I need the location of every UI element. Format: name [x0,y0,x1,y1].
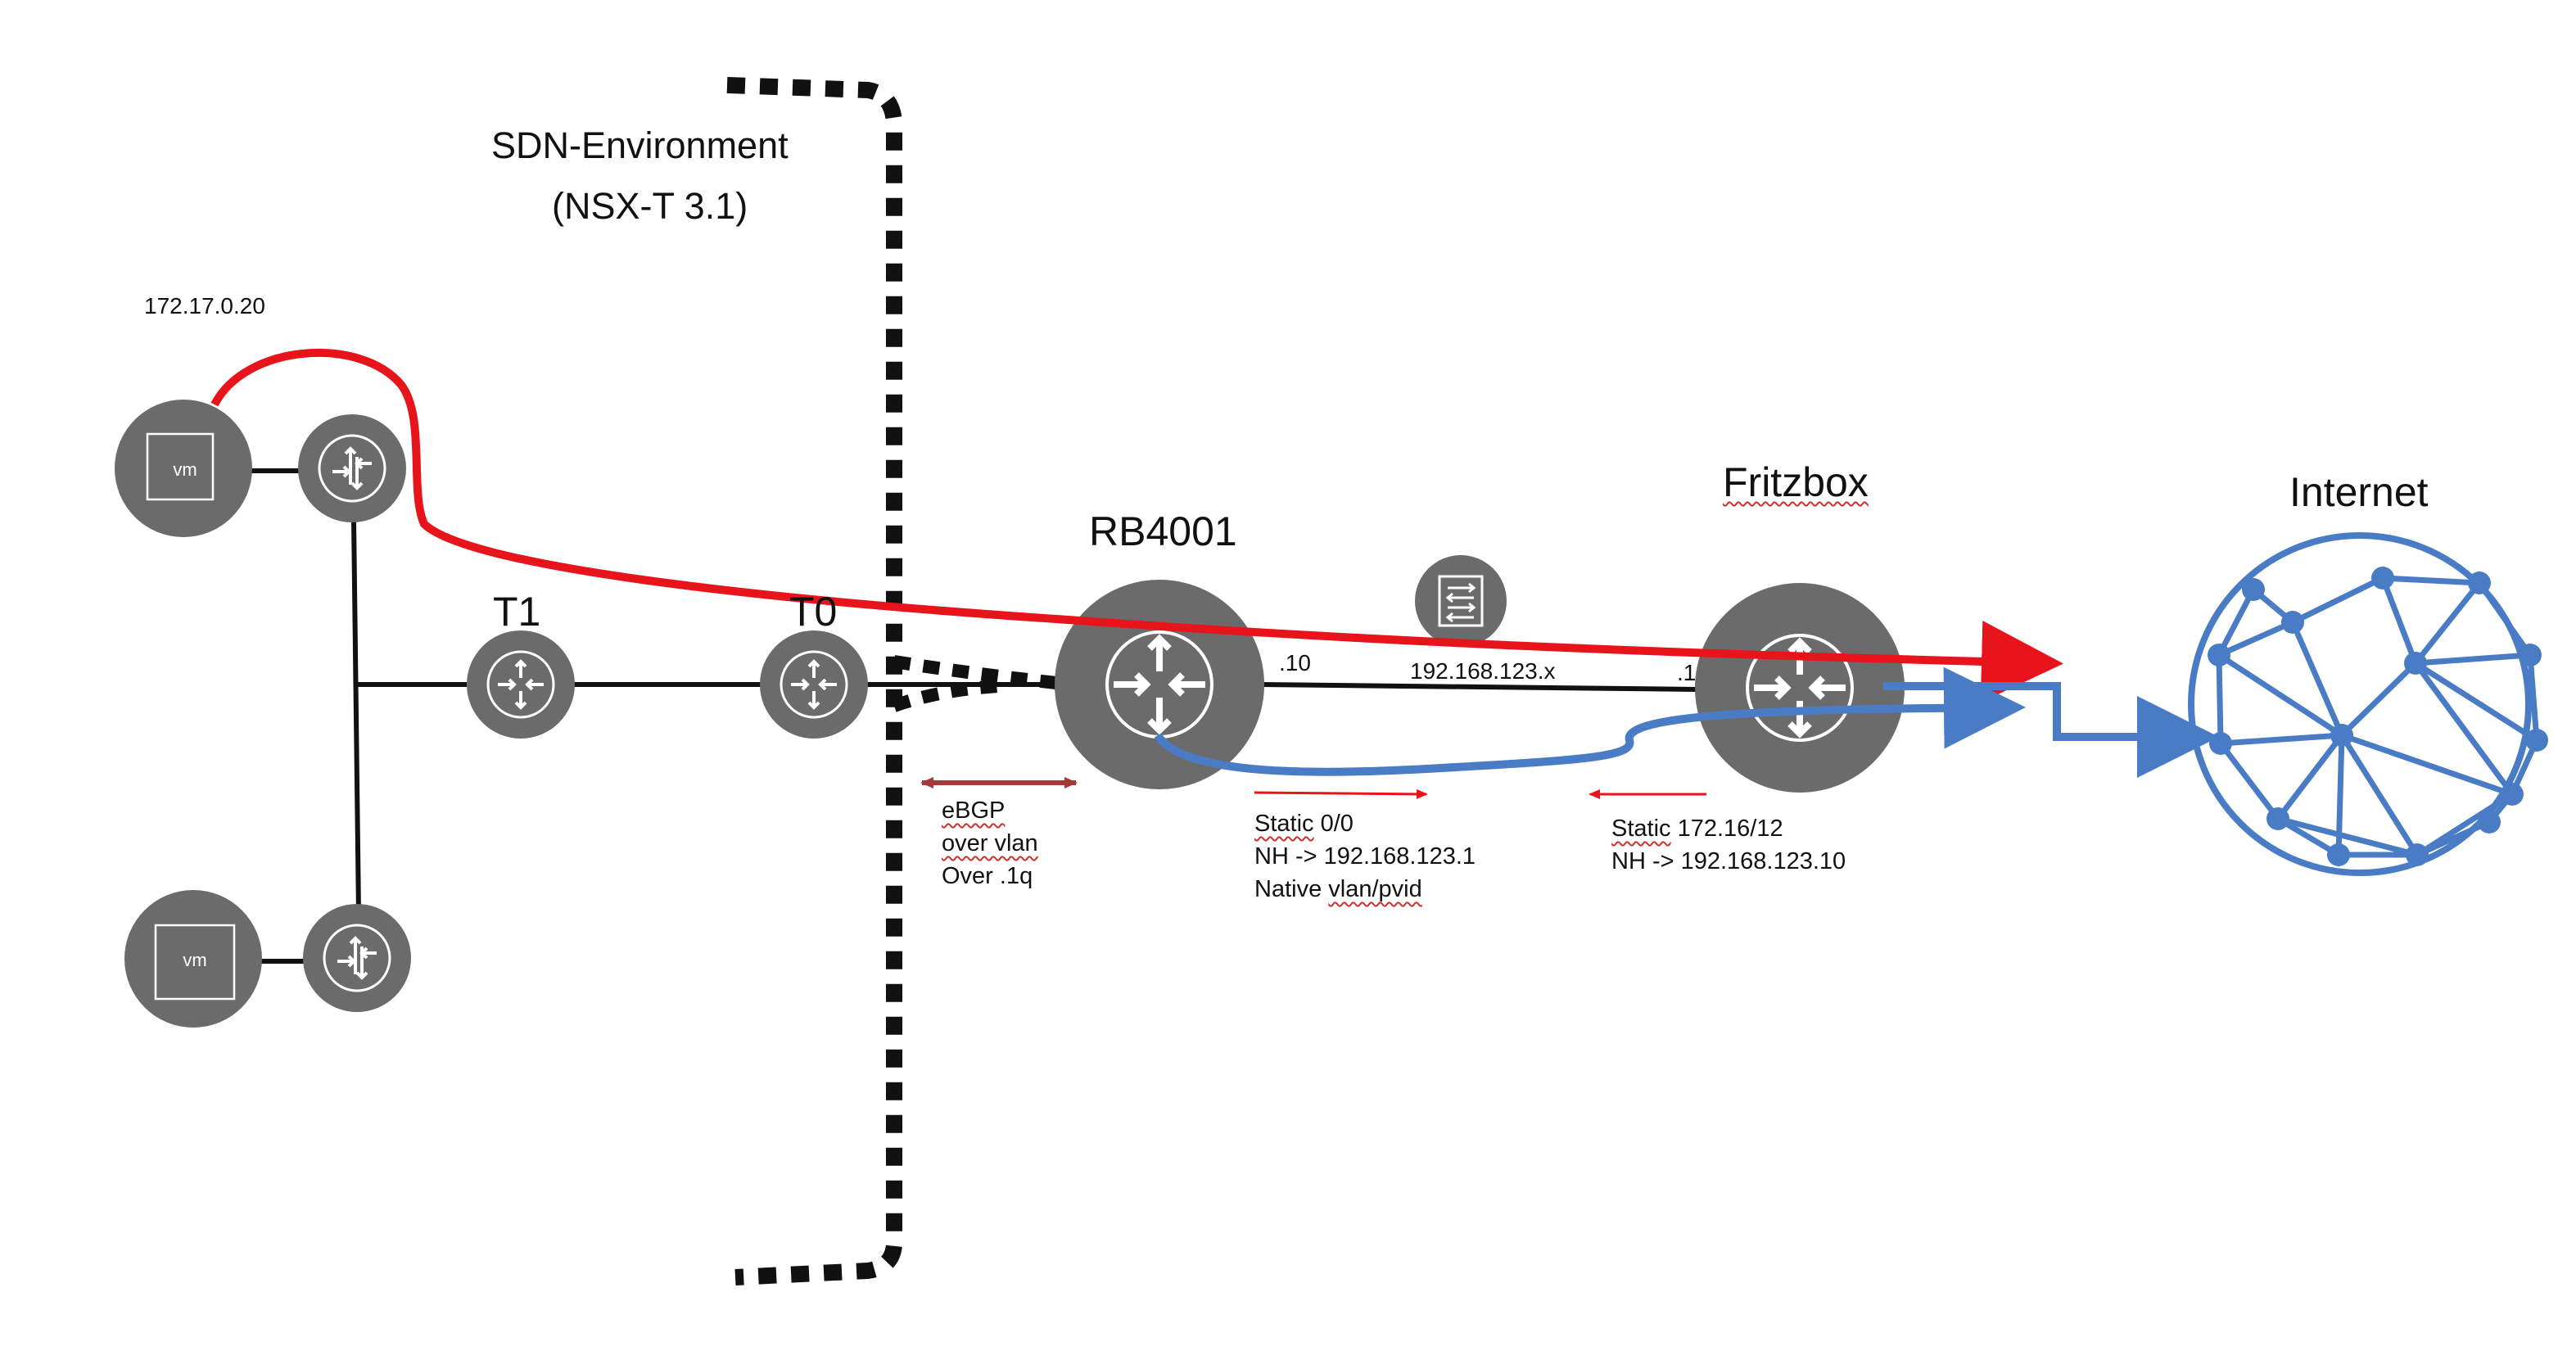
rb-static-nexthop: NH -> 192.168.123.1 [1254,843,1476,870]
router-arrows-icon [1754,637,1846,739]
rb4001-router[interactable] [1055,580,1264,789]
fritz-static-nexthop: NH -> 192.168.123.10 [1611,848,1846,874]
segment-arrows-icon [337,936,377,980]
internet-globe-icon [2188,532,2548,876]
vm-ip-label: 172.17.0.20 [144,293,265,319]
t0-router[interactable] [760,630,868,739]
link-vertical-bus [351,519,361,914]
internet-uplink [1883,682,2219,778]
vm-label: vm [173,459,197,480]
ebgp-note-line2: over vlan [942,830,1038,856]
switch-node[interactable] [1415,555,1507,647]
rb-static-pvid: vlan/pvid [1328,876,1422,902]
router-arrows-icon [791,659,837,710]
rb4001-static-note: Static 0/0 NH -> 192.168.123.1 Native vl… [1254,807,1476,906]
t1-label: T1 [493,589,541,635]
sdn-boundary-bump [892,655,1057,712]
vm-node-1[interactable]: vm [115,400,252,537]
rb4001-label: RB4001 [1089,508,1237,554]
rb-static-word: Static [1254,811,1314,837]
vm-box-icon [146,432,215,501]
segment-arrows-icon [332,446,372,490]
rb-static-prefix: 0/0 [1313,811,1354,837]
fritzbox-label: Fritzbox [1723,459,1869,506]
internet-label: Internet [2289,469,2429,515]
fritzbox-text: Fritzbox [1723,459,1869,505]
vm-label: vm [183,950,206,970]
ebgp-note-line1: eBGP [942,797,1006,824]
fritzbox-interface-label: .1 [1677,660,1697,685]
segment-router-1[interactable] [298,414,406,522]
fritz-static-word: Static [1611,816,1671,842]
vm-box-icon [154,924,236,1001]
rb-static-native: Native [1254,876,1329,902]
link-rb4001-fritzbox [1260,682,1697,692]
fritzbox-static-note: Static 172.16/12 NH -> 192.168.123.10 [1611,812,1846,878]
fritz-static-prefix: 172.16/12 [1670,816,1783,842]
nsx-version-label: (NSX-T 3.1) [552,185,748,227]
rb4001-interface-label: .10 [1279,650,1311,675]
switch-icon [1438,575,1484,627]
return-traffic-path [1154,666,2026,776]
sdn-environment-label: SDN-Environment [491,124,789,166]
static-route-arrow-rb4001 [1254,788,1428,799]
router-arrows-icon [498,659,544,710]
fritzbox-router[interactable] [1695,583,1905,793]
segment-router-2[interactable] [303,904,411,1012]
t0-label: T0 [789,589,838,635]
subnet-label: 192.168.123.x [1410,658,1556,684]
router-arrows-icon [1114,634,1205,735]
vm-node-2[interactable]: vm [124,890,262,1028]
outbound-traffic-path [210,348,2063,703]
ebgp-note: eBGP over vlan Over .1q [942,794,1038,892]
ebgp-note-line3: Over .1q [942,863,1033,889]
t1-router[interactable] [467,630,575,739]
globe-nodes [2208,567,2548,866]
globe-mesh [2216,575,2540,858]
